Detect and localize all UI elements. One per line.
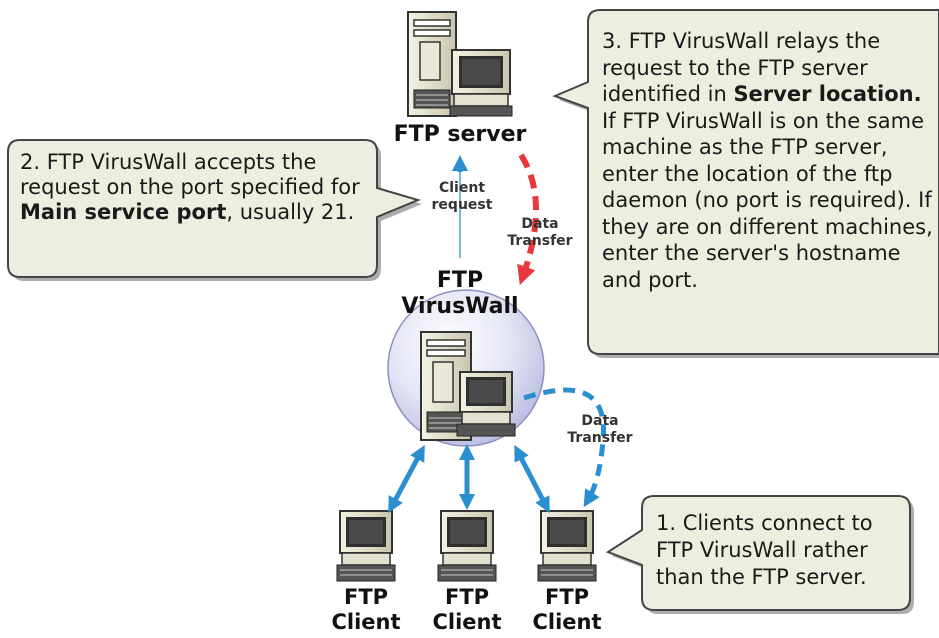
client-data-transfer-line1: Data [581, 413, 619, 429]
ftp-client-2-label: FTP Client [427, 585, 507, 635]
ftp-client-2-icon [437, 510, 497, 582]
ftp-client-2-label-line2: Client [432, 610, 502, 634]
ftp-client-2-label-line1: FTP [444, 585, 490, 609]
viruswall-label-line2: VirusWall [401, 294, 519, 319]
client-data-transfer-line2: Transfer [567, 430, 633, 446]
client1-link-arrow [388, 444, 425, 514]
server-data-transfer-line2: Transfer [507, 233, 573, 249]
ftp-client-1-icon [336, 510, 396, 582]
ftp-client-3-label-line1: FTP [544, 585, 590, 609]
callout-step3 [552, 9, 939, 358]
viruswall-label-line1: FTP [436, 268, 484, 293]
callout-step2-bold: Main service port [20, 200, 227, 224]
ftp-client-3-label: FTP Client [527, 585, 607, 635]
client-data-transfer-label: Data Transfer [560, 413, 640, 447]
ftp-client-1-label-line1: FTP [343, 585, 389, 609]
callout-step1-text: 1. Clients connect to FTP VirusWall rath… [656, 510, 908, 591]
server-data-transfer-label: Data Transfer [500, 216, 580, 250]
callout-step1-text-main: 1. Clients connect to FTP VirusWall rath… [656, 511, 873, 589]
callout-step2-text-end: , usually 21. [226, 200, 355, 224]
ftp-client-1-label: FTP Client [326, 585, 406, 635]
server-data-transfer-line1: Data [521, 216, 559, 232]
client-request-label: Client request [418, 180, 506, 214]
client-data-transfer-arrow [523, 387, 607, 508]
callout-step3-bold: Server location. [733, 82, 922, 106]
ftp-client-3-label-line2: Client [532, 610, 602, 634]
ftp-server-label: FTP server [393, 122, 527, 147]
callout-step2-text-main: 2. FTP VirusWall accepts the request on … [20, 150, 360, 199]
callout-step2-text: 2. FTP VirusWall accepts the request on … [20, 150, 370, 225]
callout-step2 [7, 139, 422, 281]
ftp-server-icon [407, 11, 513, 117]
viruswall-label: FTP VirusWall [385, 268, 535, 320]
callout-step3-text: 3. FTP VirusWall relays the request to t… [602, 28, 937, 293]
client3-link-arrow [514, 444, 550, 514]
viruswall-icon [387, 289, 545, 447]
callout-step1 [605, 495, 914, 614]
server-data-transfer-arrow [517, 153, 539, 286]
client-request-label-line2: request [431, 197, 493, 213]
ftp-client-1-label-line2: Client [331, 610, 401, 634]
client-request-label-line1: Client [438, 180, 486, 196]
callout-step3-text-end: If FTP VirusWall is on the same machine … [602, 108, 933, 292]
callout-step3-text-main: 3. FTP VirusWall relays the request to t… [602, 29, 881, 106]
ftp-client-3-icon [537, 510, 597, 582]
